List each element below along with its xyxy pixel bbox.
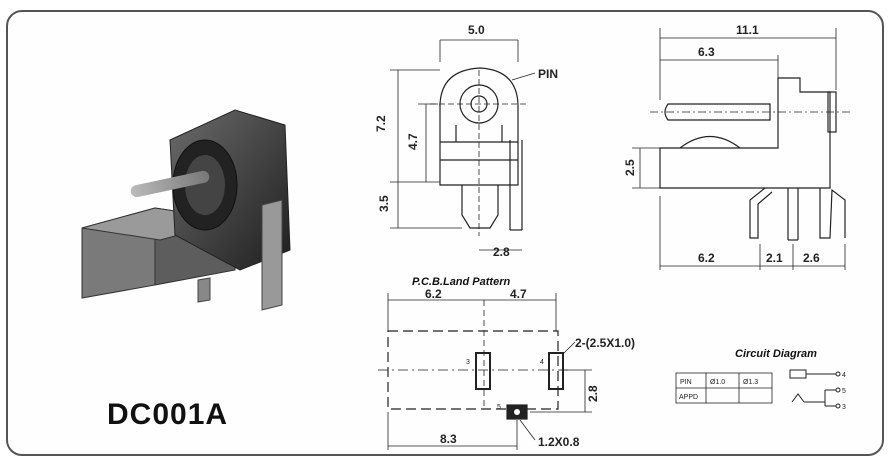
front-length-partial-label: 6.3 [698,45,715,59]
model-number: DC001A [107,398,229,431]
pcb-pad-note: 1.2X0.8 [538,435,580,449]
front-view [632,28,850,270]
side-height-center-label: 4.7 [406,133,420,150]
front-pin-spacing-a-label: 2.1 [766,251,783,265]
pcb-pin5-label: 5 [497,404,501,411]
circuit-table-header-a: Ø1.0 [710,379,725,386]
pcb-title: P.C.B.Land Pattern [412,276,510,288]
pcb-land-pattern [378,293,592,450]
circuit-title: Circuit Diagram [735,348,817,360]
pcb-dim-right: 4.7 [510,287,527,301]
pcb-slot-note: 2-(2.5X1.0) [575,336,635,350]
pcb-dim-bottom: 8.3 [440,432,457,446]
side-leg-length-label: 3.5 [377,195,391,212]
side-height-total-label: 7.2 [374,115,388,132]
product-photo [81,109,291,311]
side-width-label: 5.0 [468,23,485,37]
front-length-total-label: 11.1 [736,23,759,37]
circuit-symbol [789,369,841,409]
front-pin-spacing-b-label: 2.6 [803,251,820,265]
pcb-dim-left: 6.2 [425,287,442,301]
front-base-length-label: 6.2 [698,251,715,265]
circuit-table [675,372,773,404]
circuit-table-header-b: Ø1.3 [743,379,758,386]
side-view [390,39,536,251]
circuit-pin-4: 4 [842,372,846,379]
front-center-height-label: 2.5 [623,159,637,176]
circuit-table-header-pin: PIN [680,379,692,386]
pcb-pin3-label: 3 [466,359,470,366]
circuit-pin-3: 3 [842,404,846,411]
side-leg-offset-label: 2.8 [493,245,510,259]
circuit-pin-5: 5 [842,388,846,395]
pin-label: PIN [538,67,558,81]
pcb-pin4-label: 4 [540,359,544,366]
circuit-table-row-label: APPD [679,394,698,401]
pcb-dim-vertical: 2.8 [586,385,600,402]
